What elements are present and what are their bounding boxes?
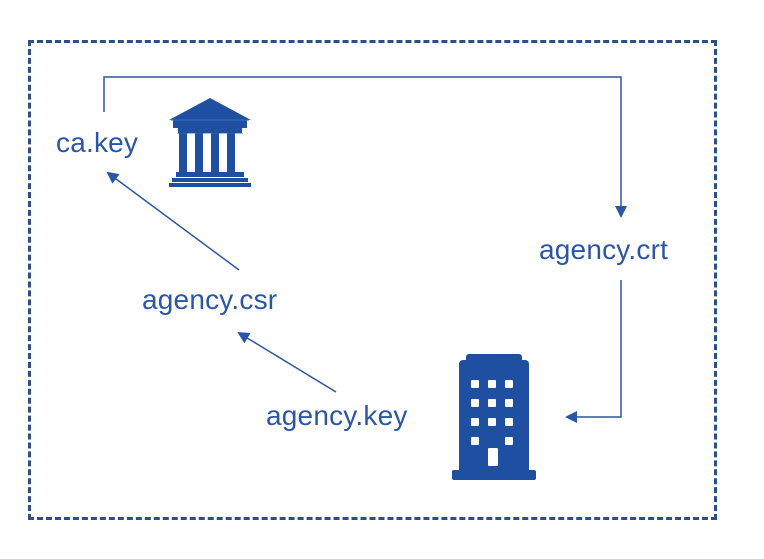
ca-key-label: ca.key bbox=[56, 127, 139, 158]
agency-csr-label: agency.csr bbox=[142, 284, 278, 315]
dashed-frame bbox=[28, 40, 717, 520]
office-building-icon bbox=[452, 354, 536, 480]
agency-crt-label: agency.crt bbox=[539, 234, 669, 265]
bank-building-icon bbox=[169, 98, 251, 187]
agency-key-label: agency.key bbox=[266, 400, 408, 431]
